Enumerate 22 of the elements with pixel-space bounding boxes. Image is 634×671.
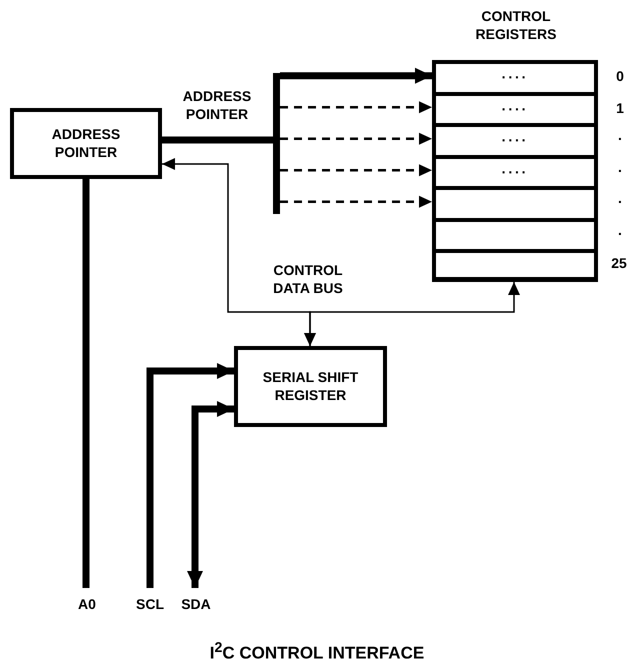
register-value: ····	[502, 164, 528, 181]
dashed-arrow	[280, 164, 432, 176]
dashed-arrow	[280, 132, 432, 145]
block-label: SERIAL SHIFT REGISTER	[262, 369, 360, 404]
bus-bar	[273, 73, 280, 214]
pin-label: A0	[72, 588, 102, 618]
bus-line	[82, 179, 90, 588]
table-heading: CONTROL REGISTERS	[474, 8, 558, 43]
bus-line	[162, 136, 273, 144]
arrow	[146, 363, 234, 588]
pin-label: SCL	[132, 588, 168, 618]
register-value: ····	[502, 100, 528, 118]
arrow	[304, 282, 520, 346]
serial-shift-register-box	[234, 346, 387, 427]
pin-label: SDA	[178, 588, 214, 618]
register-value: ····	[502, 132, 528, 150]
block-label: ADDRESS POINTER	[50, 126, 122, 161]
arrow	[280, 68, 432, 84]
register-value: ····	[502, 69, 528, 86]
dashed-arrow	[280, 101, 432, 114]
dashed-arrow	[280, 196, 432, 208]
address-pointer-box	[10, 108, 162, 179]
